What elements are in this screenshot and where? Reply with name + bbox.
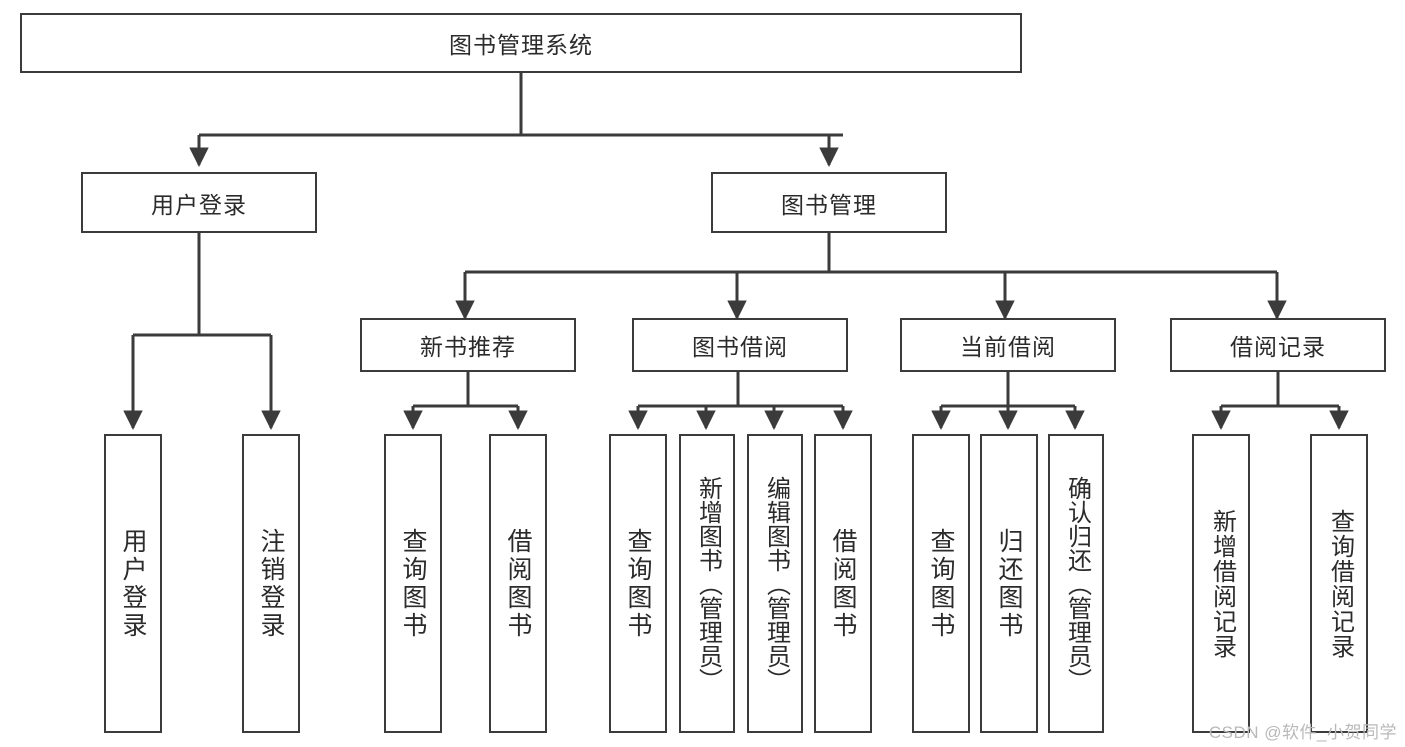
node-leaf-query-book-3[interactable]: 查询图书 [912,434,970,733]
node-leaf-query-book-1-label: 查询图书 [399,527,427,640]
node-leaf-borrow-book-1-label: 借阅图书 [504,527,532,640]
node-new-book-recommend[interactable]: 新书推荐 [360,318,576,372]
node-leaf-query-record-label: 查询借阅记录 [1326,508,1354,659]
node-leaf-query-record[interactable]: 查询借阅记录 [1310,434,1368,733]
node-leaf-add-book[interactable]: 新增图书（管理员） [679,434,735,733]
node-leaf-return-book-label: 归还图书 [995,527,1023,640]
node-borrow-record-label: 借阅记录 [1230,334,1326,360]
node-leaf-confirm-return[interactable]: 确认归还（管理员） [1048,434,1104,733]
node-leaf-add-record-label: 新增借阅记录 [1208,508,1236,659]
node-book-management-label: 图书管理 [781,191,877,218]
node-leaf-user-login-label: 用户登录 [119,527,147,640]
node-leaf-query-book-2-label: 查询图书 [624,527,652,640]
node-root[interactable]: 图书管理系统 [20,13,1022,73]
node-leaf-borrow-book-2-label: 借阅图书 [829,527,857,640]
node-leaf-add-record[interactable]: 新增借阅记录 [1192,434,1250,733]
node-leaf-query-book-3-label: 查询图书 [927,527,955,640]
node-book-borrow-label: 图书借阅 [692,334,788,360]
node-leaf-edit-book-label: 编辑图书（管理员） [762,475,790,692]
node-root-label: 图书管理系统 [449,32,593,58]
node-leaf-return-book[interactable]: 归还图书 [980,434,1038,733]
node-leaf-confirm-return-label: 确认归还（管理员） [1063,475,1091,692]
node-leaf-query-book-2[interactable]: 查询图书 [609,434,667,733]
node-book-management[interactable]: 图书管理 [711,172,947,233]
node-leaf-borrow-book-1[interactable]: 借阅图书 [489,434,547,733]
node-user-login-label: 用户登录 [151,191,247,218]
node-leaf-logout-label: 注销登录 [257,527,285,640]
node-borrow-record[interactable]: 借阅记录 [1170,318,1386,372]
node-leaf-borrow-book-2[interactable]: 借阅图书 [814,434,872,733]
node-current-borrow[interactable]: 当前借阅 [900,318,1116,372]
node-leaf-logout[interactable]: 注销登录 [242,434,300,733]
watermark-text: CSDN @软件_小贺同学 [1208,723,1397,742]
node-leaf-user-login[interactable]: 用户登录 [104,434,162,733]
node-user-login[interactable]: 用户登录 [81,172,317,233]
node-new-book-recommend-label: 新书推荐 [420,334,516,360]
node-leaf-query-book-1[interactable]: 查询图书 [384,434,442,733]
node-current-borrow-label: 当前借阅 [960,334,1056,360]
node-leaf-edit-book[interactable]: 编辑图书（管理员） [747,434,803,733]
node-book-borrow[interactable]: 图书借阅 [632,318,848,372]
node-leaf-add-book-label: 新增图书（管理员） [694,475,722,692]
